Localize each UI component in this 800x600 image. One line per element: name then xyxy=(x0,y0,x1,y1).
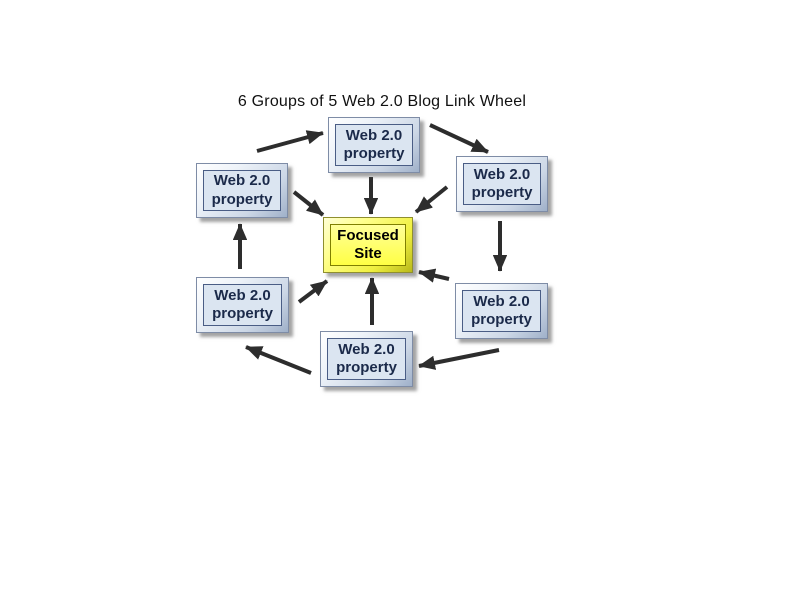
spoke-bottom-right-to-center xyxy=(418,268,450,283)
node-label: Web 2.0 property xyxy=(211,172,273,208)
diagram-title: 6 Groups of 5 Web 2.0 Blog Link Wheel xyxy=(237,93,527,110)
node-web20-bottom-right: Web 2.0 property xyxy=(455,283,548,339)
node-label: Web 2.0 property xyxy=(212,286,273,322)
node-web20-top: Web 2.0 property xyxy=(328,117,420,173)
arrow-top-to-top-right xyxy=(429,123,489,154)
node-web20-top-left: Web 2.0 property xyxy=(196,163,288,218)
spoke-top-left-to-center xyxy=(292,190,325,217)
node-web20-top-right: Web 2.0 property xyxy=(456,156,548,212)
node-label: Focused Site xyxy=(337,226,399,262)
node-web20-bottom-left: Web 2.0 property xyxy=(196,277,289,333)
spoke-bottom-left-to-center xyxy=(297,279,329,304)
node-label: Web 2.0 property xyxy=(471,292,532,328)
arrow-bottom-to-bottom-left xyxy=(245,345,312,375)
node-focused-site: Focused Site xyxy=(323,217,413,273)
node-label: Web 2.0 property xyxy=(343,126,405,162)
node-label: Web 2.0 property xyxy=(336,340,397,376)
node-label: Web 2.0 property xyxy=(471,165,533,201)
arrow-bottom-right-to-bottom xyxy=(418,348,500,370)
arrow-top-left-to-top xyxy=(256,130,324,153)
node-web20-bottom: Web 2.0 property xyxy=(320,331,413,387)
spoke-top-right-to-center xyxy=(414,185,449,214)
